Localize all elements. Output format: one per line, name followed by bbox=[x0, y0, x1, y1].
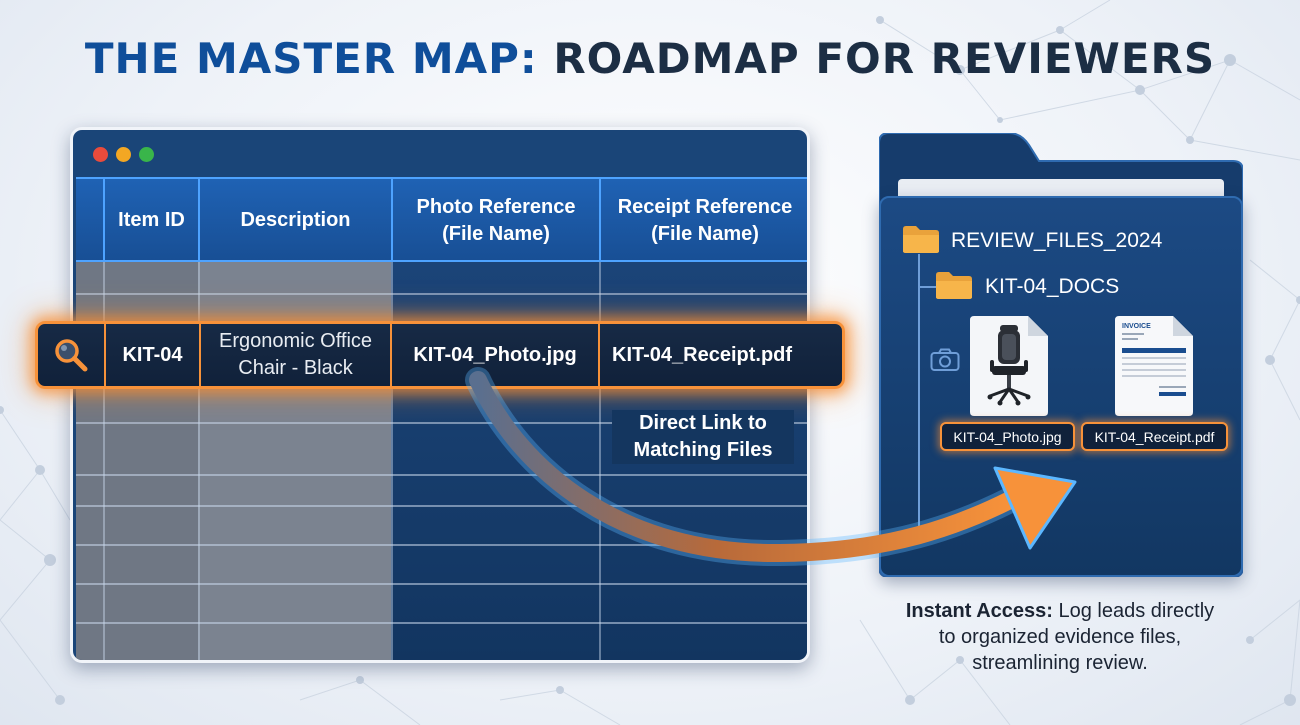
cell-photo-reference-text: KIT-04_Photo.jpg bbox=[413, 343, 577, 366]
cell-receipt-reference-text: KIT-04_Receipt.pdf bbox=[612, 343, 793, 366]
chair-photo-thumbnail[interactable] bbox=[970, 316, 1048, 416]
grid-line bbox=[391, 262, 393, 660]
tree-line bbox=[918, 286, 936, 288]
grid-line bbox=[76, 583, 807, 585]
folder-paper bbox=[898, 179, 1224, 201]
header-receipt-reference[interactable]: Receipt Reference (File Name) bbox=[599, 179, 807, 262]
header-receipt-line2: (File Name) bbox=[651, 222, 759, 245]
grid-line bbox=[76, 422, 807, 424]
maximize-window-button[interactable] bbox=[139, 147, 154, 162]
header-receipt-line1: Receipt Reference bbox=[617, 195, 793, 218]
title-main: ROADMAP FOR REVIEWERS bbox=[553, 34, 1216, 83]
grid-line bbox=[76, 622, 807, 624]
invoice-thumbnail[interactable]: INVOICE bbox=[1115, 316, 1193, 416]
annotation-line1: Direct Link to bbox=[639, 412, 767, 434]
caption-line3: streamlining review. bbox=[972, 652, 1148, 674]
highlighted-table-row[interactable]: KIT-04 Ergonomic Office Chair - Black KI… bbox=[35, 321, 845, 389]
subfolder-label[interactable]: KIT-04_DOCS bbox=[985, 275, 1120, 298]
caption-bold: Instant Access: bbox=[905, 600, 1053, 622]
cell-description[interactable]: Ergonomic Office Chair - Black bbox=[199, 324, 390, 386]
cell-description-line2: Chair - Black bbox=[238, 357, 353, 379]
tree-line bbox=[918, 254, 920, 544]
grid-line bbox=[76, 544, 807, 546]
cell-photo-reference[interactable]: KIT-04_Photo.jpg bbox=[390, 324, 598, 386]
header-photo-line1: Photo Reference bbox=[416, 195, 576, 218]
close-window-button[interactable] bbox=[93, 147, 108, 162]
direct-link-annotation: Direct Link to Matching Files bbox=[612, 410, 794, 464]
grid-line bbox=[76, 505, 807, 507]
instant-access-caption: Instant Access: Log leads directly to or… bbox=[878, 598, 1242, 676]
folder-icon bbox=[903, 226, 939, 253]
cell-receipt-reference[interactable]: KIT-04_Receipt.pdf bbox=[598, 324, 842, 386]
grid-line bbox=[76, 474, 807, 476]
invoice-thumb-label: INVOICE bbox=[1122, 323, 1151, 330]
cell-description-line1: Ergonomic Office bbox=[218, 330, 373, 352]
camera-icon bbox=[930, 348, 960, 371]
search-cell[interactable] bbox=[38, 324, 104, 386]
header-photo-line2: (File Name) bbox=[442, 222, 550, 245]
magnifier-icon bbox=[55, 339, 88, 372]
header-description-label: Description bbox=[240, 209, 351, 231]
title-accent: THE MASTER MAP: bbox=[84, 34, 538, 83]
page-title: THE MASTER MAP: ROADMAP FOR REVIEWERS bbox=[0, 34, 1300, 83]
minimize-window-button[interactable] bbox=[116, 147, 131, 162]
grid-line bbox=[599, 262, 601, 660]
receipt-file-tag[interactable]: KIT-04_Receipt.pdf bbox=[1081, 422, 1228, 451]
photo-file-tag[interactable]: KIT-04_Photo.jpg bbox=[940, 422, 1075, 451]
header-photo-reference[interactable]: Photo Reference (File Name) bbox=[391, 179, 599, 262]
cell-item-id-text: KIT-04 bbox=[122, 343, 183, 366]
caption-line1: Log leads directly bbox=[1052, 600, 1215, 622]
header-description[interactable]: Description bbox=[198, 179, 391, 262]
caption-line2: to organized evidence files, bbox=[938, 626, 1182, 648]
grid-line bbox=[76, 293, 807, 295]
grid-line bbox=[103, 262, 105, 660]
header-item-id-label: Item ID bbox=[118, 209, 185, 231]
grid-line bbox=[198, 262, 200, 660]
header-item-id[interactable]: Item ID bbox=[103, 179, 198, 262]
table-header-row: Item ID Description Photo Reference (Fil… bbox=[76, 177, 807, 262]
subfolder-icon bbox=[936, 272, 972, 299]
root-folder-label[interactable]: REVIEW_FILES_2024 bbox=[951, 229, 1163, 252]
annotation-line2: Matching Files bbox=[633, 439, 773, 461]
cell-item-id[interactable]: KIT-04 bbox=[104, 324, 199, 386]
